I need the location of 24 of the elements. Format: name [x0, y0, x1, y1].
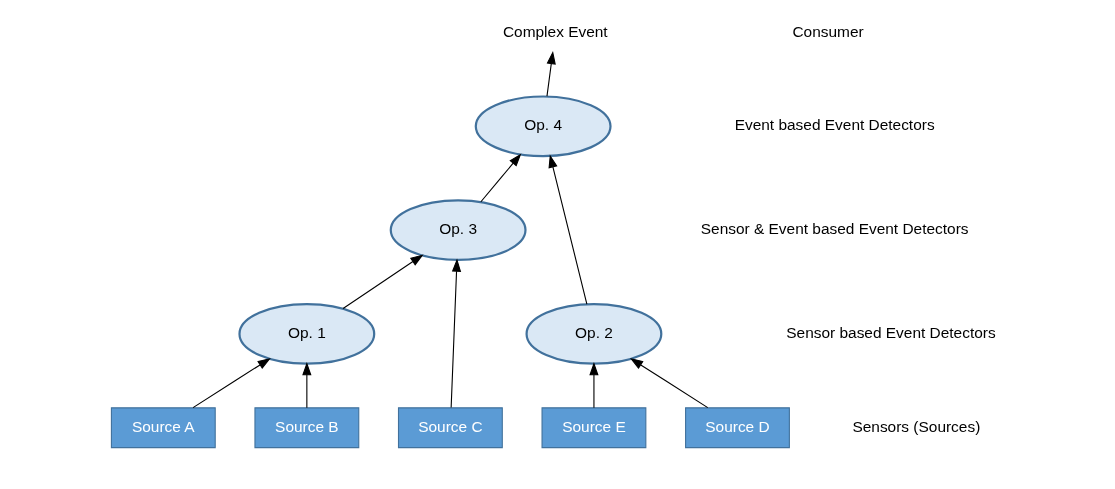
label: Sensor based Event Detectors: [786, 323, 996, 341]
node-text: Complex Event: [502, 22, 608, 40]
node-box: Source C: [397, 407, 503, 449]
arrow: [629, 357, 709, 409]
arrow: [450, 258, 462, 409]
node-box: Source E: [541, 407, 647, 449]
node-ellipse: Op. 3: [389, 199, 527, 261]
node-box: Source A: [110, 407, 216, 449]
label: Event based Event Detectors: [734, 116, 935, 134]
label: Sensor & Event based Event Detectors: [700, 220, 969, 238]
arrow: [548, 154, 588, 305]
node-ellipse: Op. 2: [525, 302, 663, 365]
node-ellipse: Op. 1: [238, 302, 376, 365]
arrow: [302, 362, 312, 409]
label: Sensors (Sources): [852, 417, 981, 435]
arrow: [192, 357, 271, 409]
node-box: Source D: [685, 407, 790, 449]
arrow: [480, 153, 522, 203]
node-ellipse: Op. 4: [474, 95, 612, 158]
arrow: [546, 50, 556, 97]
arrow: [342, 254, 424, 309]
arrow: [589, 362, 599, 409]
node-box: Source B: [254, 407, 360, 449]
label: Consumer: [792, 22, 864, 40]
